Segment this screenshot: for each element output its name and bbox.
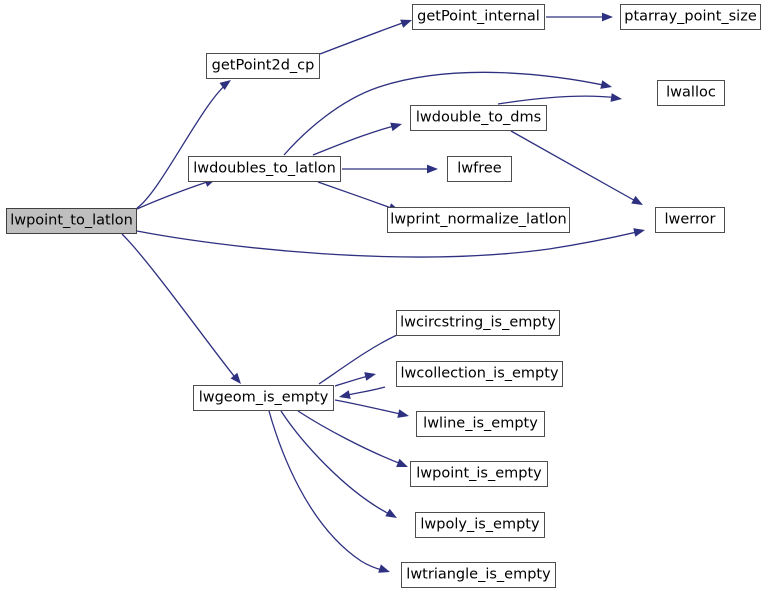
call-edge xyxy=(334,399,409,418)
arrowhead xyxy=(390,122,402,132)
call-edge xyxy=(297,410,408,467)
node-label: lwdoubles_to_latlon xyxy=(193,160,336,177)
graph-node-lwcircstring_is_empty[interactable]: lwcircstring_is_empty xyxy=(396,310,560,336)
arrowhead xyxy=(397,409,409,418)
graph-node-lwgeom_is_empty[interactable]: lwgeom_is_empty xyxy=(193,385,334,411)
node-label: lwpoint_to_latlon xyxy=(10,212,133,229)
arrowhead xyxy=(339,390,351,399)
graph-node-lwalloc[interactable]: lwalloc xyxy=(657,80,725,106)
call-edge xyxy=(497,93,622,105)
graph-node-lwpoly_is_empty[interactable]: lwpoly_is_empty xyxy=(415,512,545,538)
call-edge xyxy=(339,386,386,399)
arrowhead xyxy=(610,93,622,102)
arrowhead xyxy=(602,12,613,22)
call-edge xyxy=(312,122,402,156)
node-label: getPoint_internal xyxy=(417,8,540,25)
call-edge xyxy=(334,372,376,387)
arrowhead xyxy=(427,164,438,174)
node-label: lwprint_normalize_latlon xyxy=(390,211,567,228)
call-edge xyxy=(136,80,231,209)
graph-node-lwtriangle_is_empty[interactable]: lwtriangle_is_empty xyxy=(401,562,556,588)
call-edge xyxy=(121,233,241,384)
call-edge xyxy=(342,164,438,174)
node-label: lwcircstring_is_empty xyxy=(400,314,556,331)
node-label: lwtriangle_is_empty xyxy=(406,566,551,583)
call-edge xyxy=(268,410,390,573)
graph-node-getPoint2d_cp[interactable]: getPoint2d_cp xyxy=(206,53,320,79)
call-edge xyxy=(546,12,613,22)
node-label: lwalloc xyxy=(666,84,716,101)
call-edge xyxy=(510,130,643,205)
arrowhead xyxy=(600,80,612,89)
arrowhead xyxy=(631,195,643,205)
graph-node-lwpoint_to_latlon[interactable]: lwpoint_to_latlon xyxy=(6,208,137,234)
node-label: lwerror xyxy=(664,211,716,228)
graph-node-lwcollection_is_empty[interactable]: lwcollection_is_empty xyxy=(396,361,563,387)
arrowhead xyxy=(364,372,376,381)
node-label: lwline_is_empty xyxy=(423,415,538,432)
arrowhead xyxy=(633,228,645,237)
call-edge xyxy=(280,410,397,518)
graph-node-ptarray_point_size[interactable]: ptarray_point_size xyxy=(620,4,761,30)
graph-node-lwerror[interactable]: lwerror xyxy=(655,207,725,233)
arrowhead xyxy=(378,564,390,573)
graph-node-lwfree[interactable]: lwfree xyxy=(447,156,512,182)
graph-node-lwdouble_to_dms[interactable]: lwdouble_to_dms xyxy=(410,105,547,131)
arrowhead xyxy=(396,458,408,467)
graph-node-lwpoint_is_empty[interactable]: lwpoint_is_empty xyxy=(410,461,548,487)
graph-node-lwprint_normalize_latlon[interactable]: lwprint_normalize_latlon xyxy=(387,207,570,233)
node-label: lwgeom_is_empty xyxy=(198,389,329,406)
node-label: lwdouble_to_dms xyxy=(415,109,542,126)
graph-node-getPoint_internal[interactable]: getPoint_internal xyxy=(412,4,545,30)
node-label: ptarray_point_size xyxy=(624,8,757,25)
node-label: lwpoint_is_empty xyxy=(416,465,542,482)
graph-node-lwline_is_empty[interactable]: lwline_is_empty xyxy=(416,411,545,437)
graph-node-lwdoubles_to_latlon[interactable]: lwdoubles_to_latlon xyxy=(188,156,341,182)
call-edge xyxy=(319,19,412,55)
arrowhead xyxy=(385,508,397,518)
node-label: lwfree xyxy=(457,160,502,177)
node-label: getPoint2d_cp xyxy=(211,57,315,74)
node-label: lwcollection_is_empty xyxy=(400,365,559,382)
node-label: lwpoly_is_empty xyxy=(420,516,540,533)
